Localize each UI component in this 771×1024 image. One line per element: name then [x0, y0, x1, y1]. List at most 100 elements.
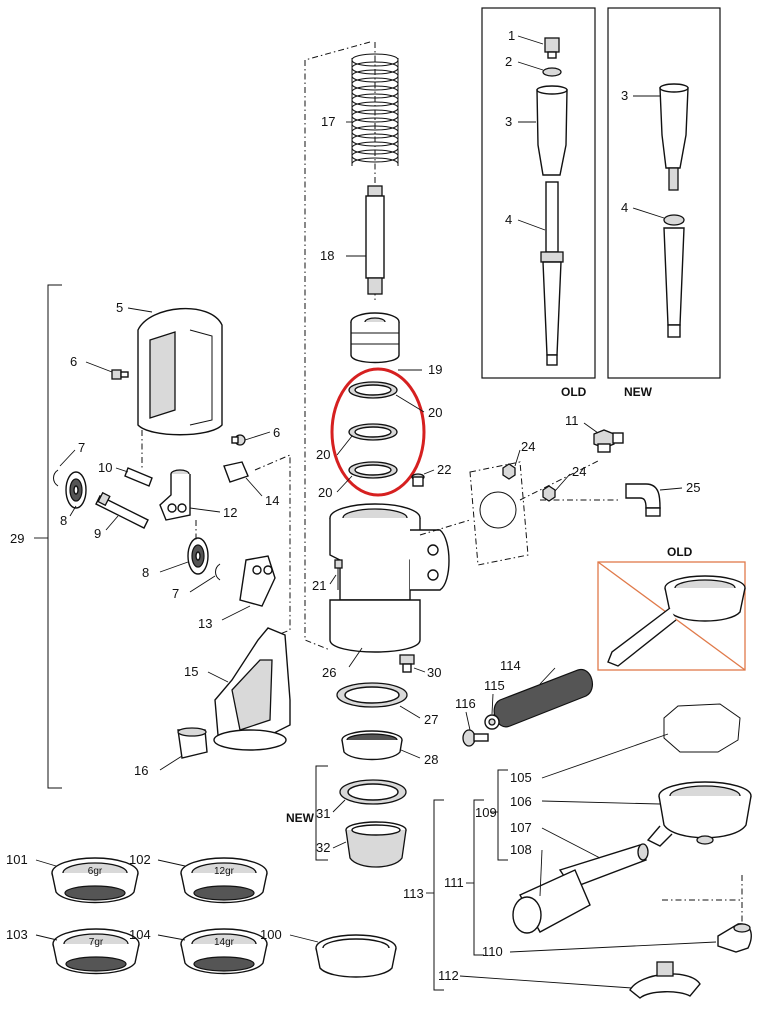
label-18: 18	[320, 248, 334, 263]
seal-20-middle	[348, 423, 398, 441]
label-17: 17	[321, 114, 335, 129]
screw-6-left	[111, 369, 129, 380]
label-8-lower: 8	[142, 565, 149, 580]
fitting-11	[593, 429, 624, 453]
spring-17	[351, 53, 399, 166]
basket-102: 12gr	[180, 857, 268, 904]
seal-20-bottom	[348, 461, 398, 479]
label-7-upper: 7	[78, 440, 85, 455]
handle-114	[493, 669, 594, 728]
gasket-105	[663, 703, 741, 753]
link-13	[239, 555, 276, 607]
double-spout-112	[629, 961, 701, 999]
label-106: 106	[510, 794, 532, 809]
label-113: 113	[403, 886, 424, 901]
basket-102-mark: 12gr	[214, 866, 235, 877]
clip-7-lower	[215, 563, 221, 581]
label-20-top: 20	[428, 405, 442, 420]
key-14	[223, 461, 249, 483]
label-28: 28	[424, 752, 438, 767]
label-3-new: 3	[621, 88, 628, 103]
spout-110	[717, 923, 752, 953]
label-1: 1	[508, 28, 515, 43]
screw-21	[334, 559, 343, 590]
boiler-flange-outline	[469, 461, 529, 566]
label-116: 116	[455, 696, 476, 711]
screw-30	[399, 654, 415, 673]
label-27: 27	[424, 712, 438, 727]
label-9: 9	[94, 526, 101, 541]
piston-rod-18	[365, 185, 385, 295]
label-16: 16	[134, 763, 148, 778]
label-21: 21	[312, 578, 326, 593]
label-6-left: 6	[70, 354, 77, 369]
label-110: 110	[482, 944, 503, 959]
label-111: 111	[444, 875, 464, 890]
label-112: 112	[438, 968, 459, 983]
label-24-upper: 24	[521, 439, 535, 454]
label-8-upper: 8	[60, 513, 67, 528]
bearing-8-upper	[65, 471, 87, 509]
label-5: 5	[116, 300, 123, 315]
washer-115	[484, 714, 500, 730]
basket-103: 7gr	[52, 928, 140, 975]
old-portafilter	[607, 575, 746, 667]
label-4-old: 4	[505, 212, 512, 227]
label-100: 100	[260, 927, 282, 942]
new-lever-box	[607, 7, 721, 379]
label-22: 22	[437, 462, 451, 477]
label-26: 26	[322, 665, 336, 680]
lever-grip-3-new	[659, 83, 689, 191]
group-head-26	[329, 503, 450, 653]
label-11: 11	[565, 413, 579, 428]
basket-103-mark: 7gr	[89, 937, 104, 948]
screen-28	[341, 730, 403, 761]
label-101: 101	[6, 852, 28, 867]
label-32: 32	[316, 840, 330, 855]
plug-22	[411, 473, 425, 487]
lever-cover-15	[213, 627, 291, 751]
label-109: 109	[475, 805, 497, 820]
lever-arm-4-new	[663, 214, 685, 338]
basket-104: 14gr	[180, 928, 268, 975]
label-10: 10	[98, 460, 112, 475]
label-25: 25	[686, 480, 700, 495]
bearing-8-lower	[187, 537, 209, 575]
label-20-bottom: 20	[318, 485, 332, 500]
lever-arm-4-old	[540, 181, 564, 366]
elbow-25	[625, 483, 661, 517]
label-7-lower: 7	[172, 586, 179, 601]
basket-101: 6gr	[51, 857, 139, 904]
new-lever-header: NEW	[624, 385, 653, 399]
nut-24-lower	[542, 485, 556, 502]
label-108: 108	[510, 842, 532, 857]
new-basket-header: NEW	[286, 811, 315, 825]
lever-screw-1	[544, 37, 560, 59]
label-14: 14	[265, 493, 279, 508]
highlight-ring	[330, 367, 426, 497]
label-12: 12	[223, 505, 237, 520]
label-3-old: 3	[505, 114, 512, 129]
lever-grip-3-old	[536, 85, 568, 176]
gasket-31	[339, 779, 407, 805]
screw-116	[462, 729, 489, 747]
handle-end-108	[512, 869, 591, 934]
label-114: 114	[500, 658, 521, 673]
label-104: 104	[129, 927, 151, 942]
lever-housing-5	[137, 307, 223, 436]
label-24-lower: 24	[572, 464, 586, 479]
label-4-new: 4	[621, 200, 628, 215]
label-107: 107	[510, 820, 532, 835]
label-13: 13	[198, 616, 212, 631]
label-103: 103	[6, 927, 28, 942]
label-29: 29	[10, 531, 24, 546]
shaft-9	[95, 491, 149, 529]
old-lever-box	[481, 7, 596, 379]
label-6-right: 6	[273, 425, 280, 440]
pin-10	[124, 467, 153, 487]
label-115: 115	[484, 678, 505, 693]
cam-12	[159, 469, 191, 521]
basket-100	[315, 934, 397, 978]
piston-19	[350, 312, 400, 364]
